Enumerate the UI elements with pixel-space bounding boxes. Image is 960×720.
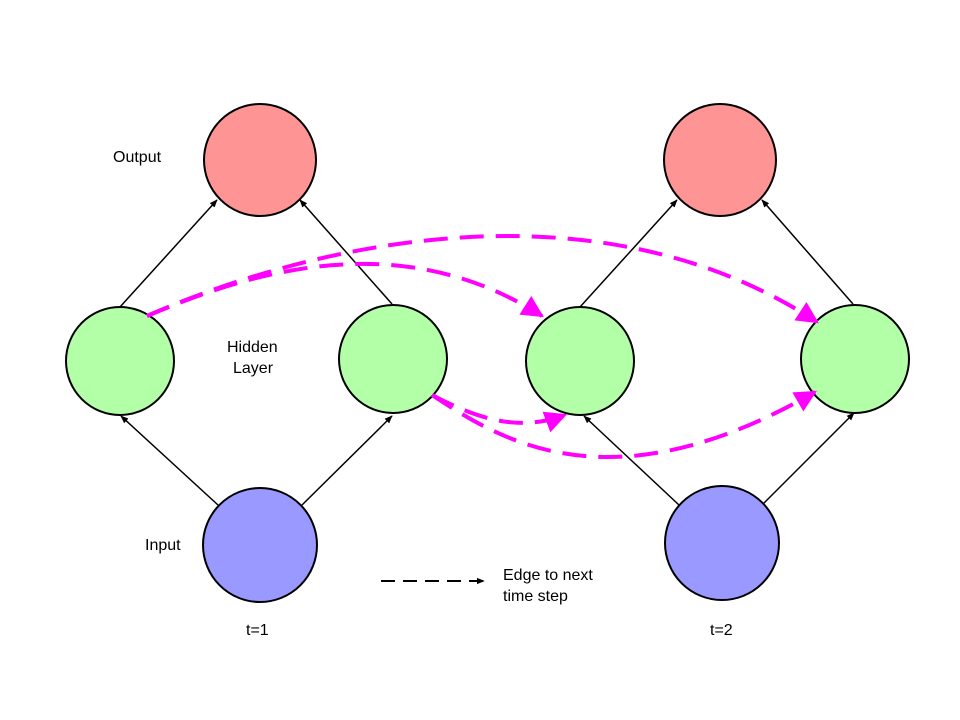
edge-hidden1-output1 bbox=[119, 199, 218, 308]
edge-input1-hidden1 bbox=[120, 415, 219, 506]
edge-hidden2-output1 bbox=[299, 199, 393, 305]
hidden-layer-label-line1: Hidden bbox=[227, 339, 278, 356]
recurrent-edge-h1-h3 bbox=[146, 261, 544, 318]
recurrent-edge-h1-h4 bbox=[146, 234, 819, 324]
output-node-t2 bbox=[663, 103, 777, 217]
timestep-label-t1: t=1 bbox=[246, 622, 269, 639]
input-label: Input bbox=[145, 537, 181, 554]
hidden-node-t2-b bbox=[800, 304, 910, 414]
edge-hidden3-output2 bbox=[579, 199, 678, 308]
input-node-t2 bbox=[664, 485, 780, 601]
legend-label-line2: time step bbox=[503, 588, 568, 605]
legend-label-line1: Edge to next bbox=[503, 567, 593, 584]
hidden-node-t1-a bbox=[65, 306, 175, 416]
output-label: Output bbox=[113, 149, 162, 166]
hidden-node-t1-b bbox=[338, 304, 448, 414]
edge-input2-hidden4 bbox=[761, 412, 855, 506]
hidden-node-t2-a bbox=[525, 306, 635, 416]
timestep-label-t2: t=2 bbox=[710, 622, 733, 639]
edge-input2-hidden3 bbox=[583, 415, 680, 506]
edge-hidden4-output2 bbox=[761, 199, 854, 305]
recurrent-edge-h2-h3 bbox=[431, 393, 568, 433]
edge-input1-hidden2 bbox=[301, 415, 393, 506]
recurrent-edge-h2-h4 bbox=[430, 390, 817, 460]
output-node-t1 bbox=[203, 103, 317, 217]
hidden-layer-label-line2: Layer bbox=[233, 360, 274, 377]
input-node-t1 bbox=[202, 487, 318, 603]
